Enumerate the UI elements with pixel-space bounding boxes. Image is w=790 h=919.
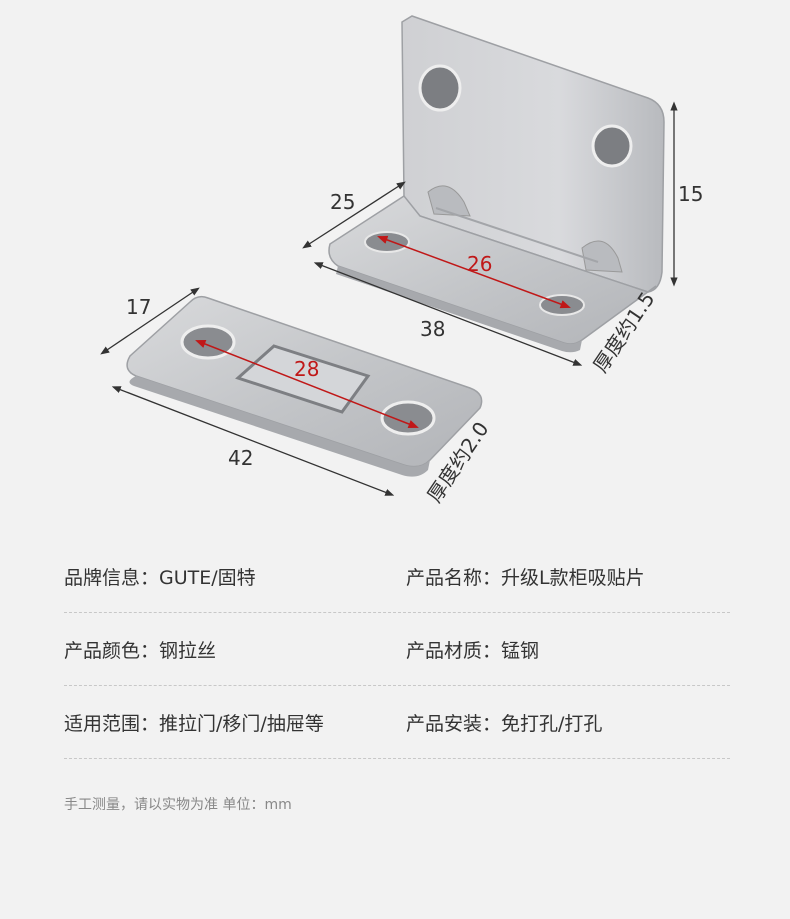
- spec-label: 适用范围：: [64, 712, 160, 735]
- dimension-lines: [100, 101, 678, 496]
- spec-label: 产品材质：: [406, 639, 502, 662]
- spec-row: 品牌信息： GUTE/固特 产品名称： 升级L款柜吸贴片: [64, 540, 730, 613]
- spec-row: 适用范围： 推拉门/移门/抽屉等 产品安装： 免打孔/打孔: [64, 686, 730, 759]
- flat-plate-hole-left: [180, 324, 236, 360]
- spec-value: 钢拉丝: [159, 639, 217, 662]
- spec-label: 产品名称：: [406, 566, 502, 589]
- spec-table: 品牌信息： GUTE/固特 产品名称： 升级L款柜吸贴片 产品颜色： 钢拉丝 产…: [64, 540, 730, 759]
- spec-brand: 品牌信息： GUTE/固特: [64, 563, 388, 590]
- spec-label: 品牌信息：: [64, 566, 160, 589]
- label-lower-width: 17: [126, 295, 151, 319]
- spec-value: 锰钢: [501, 639, 540, 662]
- spec-value: GUTE/固特: [159, 566, 256, 589]
- spec-usage: 适用范围： 推拉门/移门/抽屉等: [64, 709, 388, 736]
- product-dimension-figure: 25 15 38 26 厚度约1.5 17 42 28 厚度约2.0: [100, 15, 703, 507]
- spec-value: 推拉门/移门/抽屉等: [159, 712, 324, 735]
- label-upper-height: 15: [678, 182, 703, 206]
- spec-material: 产品材质： 锰钢: [388, 636, 730, 663]
- spec-value: 升级L款柜吸贴片: [501, 566, 645, 589]
- spec-label: 产品颜色：: [64, 639, 160, 662]
- label-upper-length: 38: [420, 317, 445, 341]
- label-upper-depth: 25: [330, 190, 355, 214]
- l-bracket: [328, 15, 665, 353]
- measurement-note: 手工测量，请以实物为准 单位：mm: [64, 797, 292, 813]
- label-lower-hole-spacing: 28: [294, 357, 319, 381]
- spec-row: 产品颜色： 钢拉丝 产品材质： 锰钢: [64, 613, 730, 686]
- label-lower-length: 42: [228, 446, 253, 470]
- spec-installation: 产品安装： 免打孔/打孔: [388, 709, 730, 736]
- l-bracket-hole-top-right: [591, 124, 633, 168]
- label-upper-hole-spacing: 26: [467, 252, 492, 276]
- spec-label: 产品安装：: [406, 712, 502, 735]
- flat-plate-hole-right: [380, 400, 436, 436]
- spec-color: 产品颜色： 钢拉丝: [64, 636, 388, 663]
- spec-value: 免打孔/打孔: [501, 712, 603, 735]
- spec-product-name: 产品名称： 升级L款柜吸贴片: [388, 563, 730, 590]
- l-bracket-hole-top-left: [418, 64, 462, 112]
- l-bracket-hole-base-left: [364, 231, 410, 253]
